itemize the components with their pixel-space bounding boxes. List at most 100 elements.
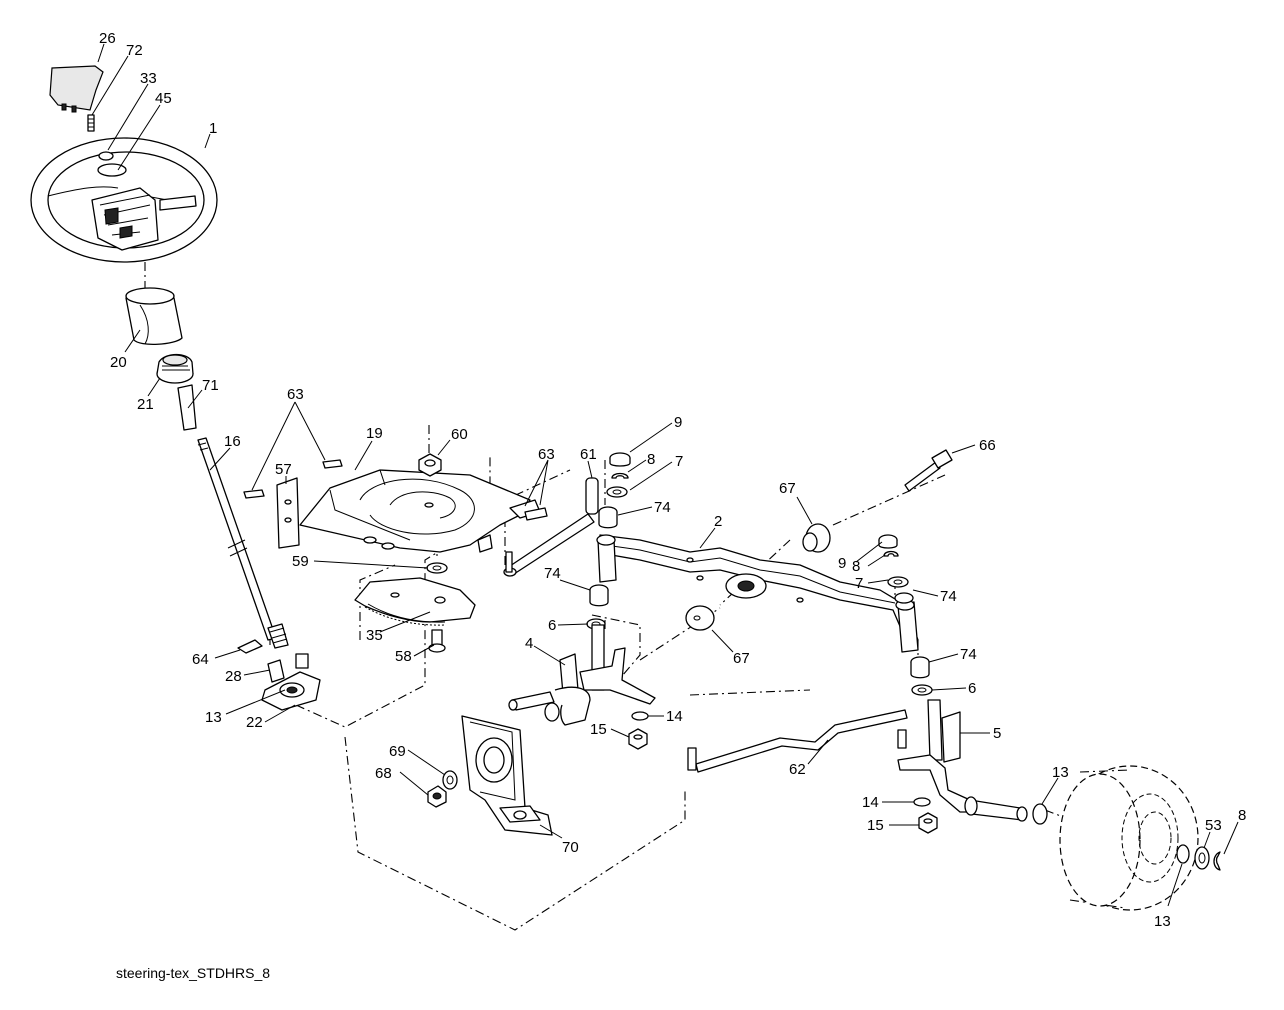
right-spindle-part — [897, 699, 1028, 822]
washer-7a — [606, 486, 628, 498]
diagram-caption: steering-tex_STDHRS_8 — [116, 965, 270, 981]
callout-61: 61 — [580, 446, 597, 463]
callout-14-right: 14 — [862, 794, 879, 811]
callout-8-right: 8 — [852, 558, 860, 575]
callout-6-left: 6 — [548, 617, 556, 634]
callout-14-left: 14 — [666, 708, 683, 725]
callout-19: 19 — [366, 425, 383, 442]
steering-wheel-cap-part — [49, 65, 104, 113]
washer-53 — [1194, 846, 1210, 870]
steering-plate-part — [299, 469, 541, 553]
washer-14b — [913, 797, 931, 807]
washer-13c — [1032, 803, 1048, 825]
cap-9b — [878, 534, 898, 549]
nut-68 — [427, 785, 447, 808]
callout-60: 60 — [451, 426, 468, 443]
tie-rod-part — [687, 709, 908, 773]
callout-74-left-low: 74 — [544, 565, 561, 582]
spacer-67b — [685, 605, 715, 631]
callout-6-right: 6 — [968, 680, 976, 697]
callout-67-top: 67 — [779, 480, 796, 497]
callout-13-axle: 13 — [1052, 764, 1069, 781]
callout-45: 45 — [155, 90, 172, 107]
callout-5: 5 — [993, 725, 1001, 742]
callout-33: 33 — [140, 70, 157, 87]
cotter-pin-64 — [237, 639, 263, 654]
callout-71: 71 — [202, 377, 219, 394]
callout-labels: 26 72 33 45 1 20 21 71 16 63 19 60 57 63… — [99, 30, 1246, 930]
pivot-bolt-66 — [904, 449, 953, 492]
clip-8a — [611, 472, 629, 479]
callout-4: 4 — [525, 635, 533, 652]
callout-72: 72 — [126, 42, 143, 59]
callout-69: 69 — [389, 743, 406, 760]
wheel-screw-72 — [87, 114, 95, 132]
callout-21: 21 — [137, 396, 154, 413]
cap-9a — [609, 452, 631, 467]
bolt-63b — [524, 507, 548, 521]
callout-8-wheel: 8 — [1238, 807, 1246, 824]
steering-bracket-22 — [261, 671, 321, 711]
callout-26: 26 — [99, 30, 116, 47]
bushing-74c — [589, 584, 609, 607]
washer-69 — [442, 770, 458, 790]
bushing-74d — [910, 656, 930, 679]
callout-62: 62 — [789, 761, 806, 778]
callout-8-left: 8 — [647, 451, 655, 468]
support-bracket-70 — [461, 715, 553, 836]
sector-gear-part — [354, 577, 476, 626]
callout-57: 57 — [275, 461, 292, 478]
callout-9-left: 9 — [674, 414, 682, 431]
callout-7-left: 7 — [675, 453, 683, 470]
mount-bracket-57 — [276, 477, 300, 549]
bushing-74a — [598, 506, 618, 529]
steering-wheel-part — [30, 137, 218, 263]
callout-13-wheel: 13 — [1154, 913, 1171, 930]
bolt-58 — [428, 629, 446, 653]
callout-13-left: 13 — [205, 709, 222, 726]
spacer-67a — [802, 523, 831, 553]
callout-74-right: 74 — [940, 588, 957, 605]
callout-74-right-low: 74 — [960, 646, 977, 663]
washer-59 — [426, 562, 448, 574]
callout-59: 59 — [292, 553, 309, 570]
callout-64: 64 — [192, 651, 209, 668]
assembly-boundary-lines — [144, 262, 1151, 931]
callout-15-left: 15 — [590, 721, 607, 738]
washer-6b — [911, 684, 933, 696]
washer-7b — [887, 576, 909, 588]
steering-boot-part — [125, 287, 183, 345]
nut-15b — [918, 812, 938, 834]
steering-shaft-part — [177, 384, 289, 649]
callout-58: 58 — [395, 648, 412, 665]
callout-22: 22 — [246, 714, 263, 731]
callout-74-top: 74 — [654, 499, 671, 516]
callout-35: 35 — [366, 627, 383, 644]
washer-33 — [98, 151, 114, 161]
callout-20: 20 — [110, 354, 127, 371]
steering-bushing-part — [156, 353, 194, 384]
clip-8b — [883, 550, 899, 557]
callout-66: 66 — [979, 437, 996, 454]
nut-60 — [418, 453, 442, 477]
front-axle-part — [596, 534, 919, 653]
callout-1: 1 — [209, 120, 217, 137]
drag-link-part — [503, 477, 599, 577]
bushing-74b — [894, 592, 914, 604]
washer-14a — [631, 711, 649, 721]
front-wheel-part — [1059, 765, 1199, 911]
callout-28: 28 — [225, 668, 242, 685]
callout-68: 68 — [375, 765, 392, 782]
left-spindle-part — [508, 624, 656, 726]
bolt-63a — [243, 459, 343, 499]
gear-pin-28 — [267, 653, 309, 683]
nut-15a — [628, 728, 648, 750]
callout-9-right: 9 — [838, 555, 846, 572]
leader-lines — [91, 43, 1239, 907]
callout-67-low: 67 — [733, 650, 750, 667]
callout-63-left: 63 — [287, 386, 304, 403]
callout-15-right: 15 — [867, 817, 884, 834]
callout-70: 70 — [562, 839, 579, 856]
callout-7-right: 7 — [855, 575, 863, 592]
